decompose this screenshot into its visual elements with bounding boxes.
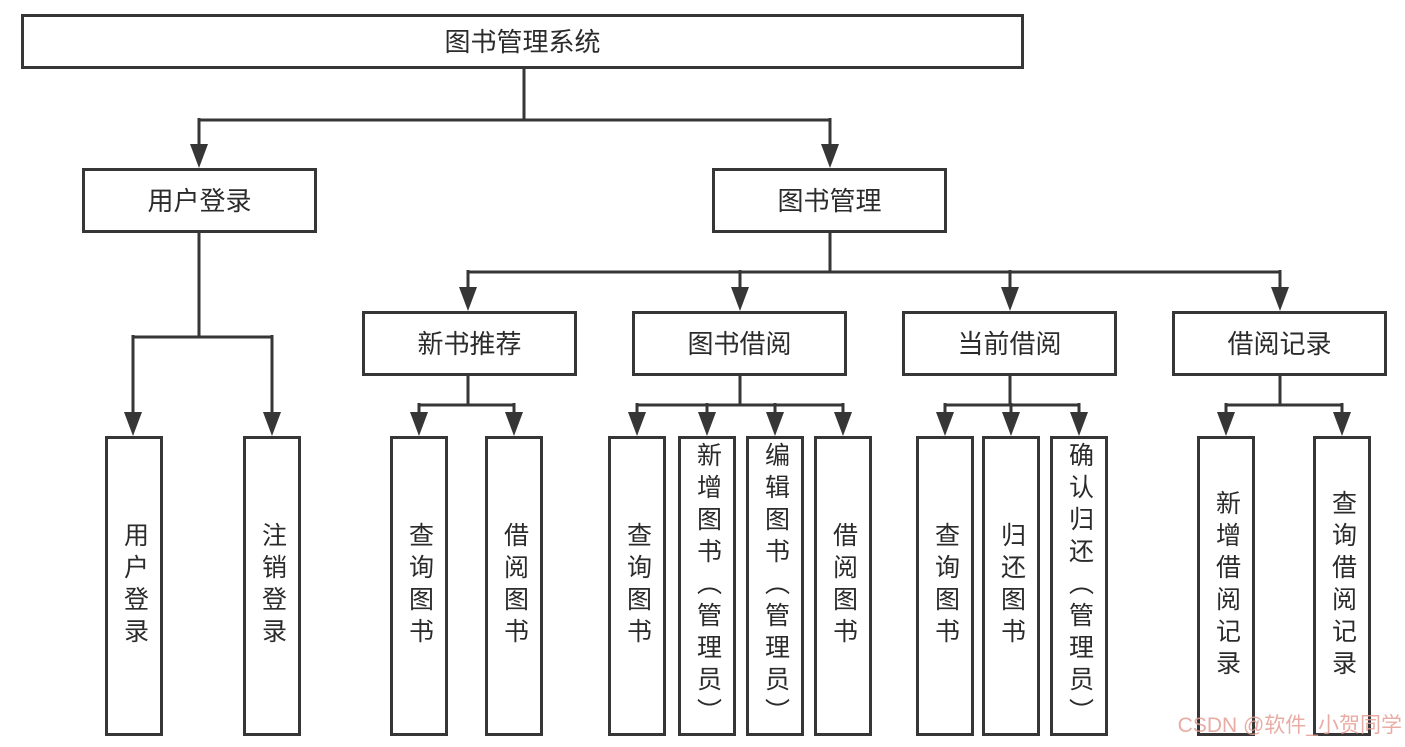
leaf-borrow-book: 借阅图书 [814,436,872,736]
leaf-query-book-borrow-label: 查询图书 [623,522,652,650]
node-borrow-record: 借阅记录 [1172,311,1387,376]
leaf-add-book-admin: 新增图书（管理员） [678,436,736,736]
node-book-management: 图书管理 [712,168,947,233]
leaf-borrow-book-recommend-label: 借阅图书 [500,522,529,650]
leaf-query-book-borrow: 查询图书 [608,436,666,736]
leaf-borrow-book-label: 借阅图书 [829,522,858,650]
leaf-edit-book-admin: 编辑图书（管理员） [746,436,804,736]
leaf-add-borrow-record-label: 新增借阅记录 [1212,490,1241,682]
leaf-edit-book-admin-label: 编辑图书（管理员） [761,442,790,730]
node-borrow-record-label: 借阅记录 [1227,328,1332,359]
leaf-user-login-label: 用户登录 [120,522,149,650]
watermark: CSDN @软件_小贺同学 [1177,714,1402,737]
leaf-query-book-current-label: 查询图书 [931,522,960,650]
node-book-borrow: 图书借阅 [632,311,847,376]
node-user-login: 用户登录 [82,168,317,233]
leaf-confirm-return-admin-label: 确认归还（管理员） [1065,442,1094,730]
node-book-management-label: 图书管理 [777,185,882,216]
leaf-return-book-label: 归还图书 [997,522,1026,650]
leaf-borrow-book-recommend: 借阅图书 [485,436,543,736]
leaf-user-login: 用户登录 [105,436,163,736]
leaf-return-book: 归还图书 [982,436,1040,736]
node-root: 图书管理系统 [21,14,1024,69]
node-user-login-label: 用户登录 [147,185,252,216]
leaf-query-book-recommend-label: 查询图书 [405,522,434,650]
node-current-borrow-label: 当前借阅 [957,328,1062,359]
leaf-query-book-recommend: 查询图书 [390,436,448,736]
leaf-add-book-admin-label: 新增图书（管理员） [693,442,722,730]
node-book-borrow-label: 图书借阅 [687,328,792,359]
leaf-logout-login: 注销登录 [243,436,301,736]
leaf-logout-login-label: 注销登录 [258,522,287,650]
leaf-query-borrow-record: 查询借阅记录 [1313,436,1371,736]
leaf-add-borrow-record: 新增借阅记录 [1197,436,1255,736]
node-root-label: 图书管理系统 [444,26,601,57]
node-current-borrow: 当前借阅 [902,311,1117,376]
leaf-confirm-return-admin: 确认归还（管理员） [1050,436,1108,736]
leaf-query-borrow-record-label: 查询借阅记录 [1328,490,1357,682]
arrowheads [124,144,1351,436]
node-new-book-recommend-label: 新书推荐 [417,328,522,359]
node-new-book-recommend: 新书推荐 [362,311,577,376]
leaf-query-book-current: 查询图书 [916,436,974,736]
